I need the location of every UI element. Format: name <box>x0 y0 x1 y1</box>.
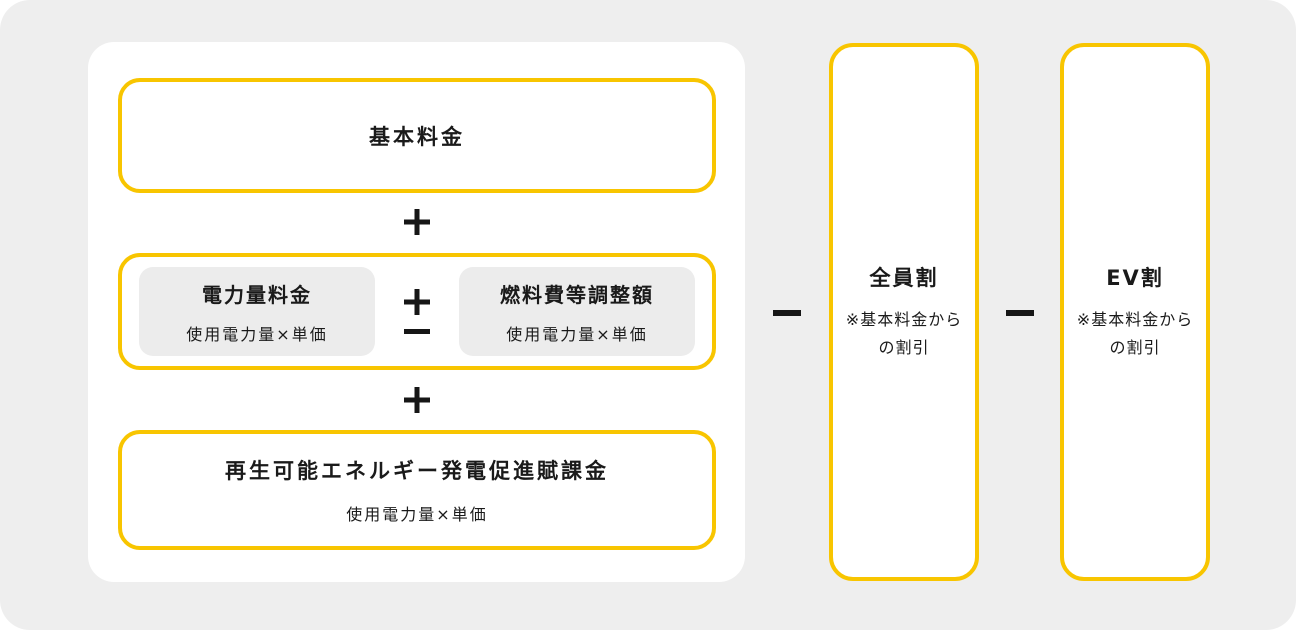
plus-icon <box>404 387 430 413</box>
discount-card-title: 全員割 <box>869 266 939 290</box>
plus-operator-row <box>118 387 716 413</box>
energy-charge-formula: 使用電力量×単価 <box>186 324 328 344</box>
basic-fee-box: 基本料金 <box>118 78 716 193</box>
plus-operator-row <box>118 209 716 235</box>
discount-note-line: ※基本料金から <box>1076 310 1194 329</box>
energy-charge-chip: 電力量料金 使用電力量×単価 <box>139 267 375 356</box>
renewable-levy-formula: 使用電力量×単価 <box>346 505 488 524</box>
plus-icon <box>404 209 430 235</box>
renewable-levy-box: 再生可能エネルギー発電促進賦課金 使用電力量×単価 <box>118 430 716 550</box>
minus-icon <box>1006 310 1034 316</box>
usage-charges-box: 電力量料金 使用電力量×単価 燃料費等調整額 使用電力量×単価 <box>118 253 716 370</box>
discount-note-line: の割引 <box>1109 338 1161 357</box>
discount-card-note: ※基本料金から の割引 <box>1077 306 1193 362</box>
minus-icon <box>773 310 801 316</box>
discount-card-title: EV割 <box>1106 266 1164 290</box>
discount-card-evwari: EV割 ※基本料金から の割引 <box>1060 43 1210 581</box>
fuel-adjustment-chip: 燃料費等調整額 使用電力量×単価 <box>459 267 695 356</box>
plus-minus-operator <box>404 289 430 334</box>
plus-icon <box>404 289 430 315</box>
fuel-adjustment-formula: 使用電力量×単価 <box>506 324 648 344</box>
discount-note-line: ※基本料金から <box>845 310 963 329</box>
discount-card-note: ※基本料金から の割引 <box>846 306 962 362</box>
discount-card-zeninwari: 全員割 ※基本料金から の割引 <box>829 43 979 581</box>
minus-icon <box>404 329 430 334</box>
discount-note-line: の割引 <box>878 338 930 357</box>
basic-fee-label: 基本料金 <box>369 124 465 149</box>
charges-panel: 基本料金 電力量料金 使用電力量×単価 燃料費等調整額 使用電力量×単価 再生可… <box>88 42 745 582</box>
renewable-levy-title: 再生可能エネルギー発電促進賦課金 <box>225 459 609 483</box>
energy-charge-title: 電力量料金 <box>202 282 312 307</box>
fuel-adjustment-title: 燃料費等調整額 <box>500 282 654 307</box>
